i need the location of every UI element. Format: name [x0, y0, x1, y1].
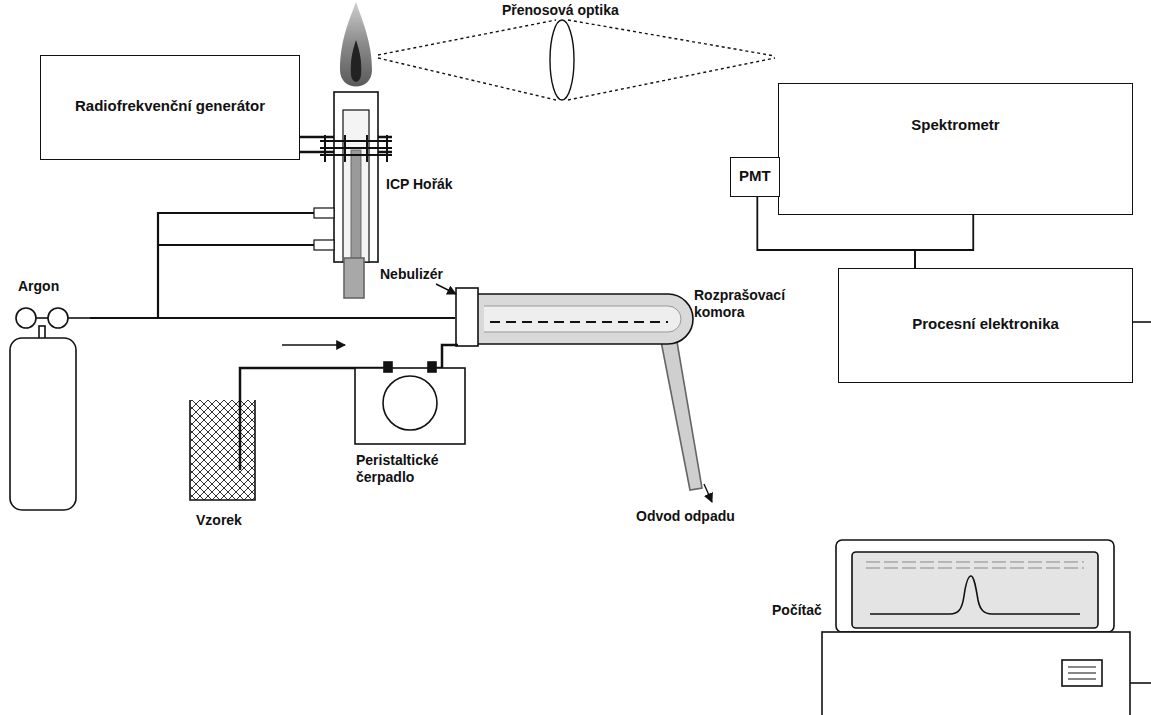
box-title: Radiofrekvenční generátor: [75, 97, 265, 114]
part-label: Přenosová optika: [502, 2, 619, 19]
part-label: Vzorek: [196, 512, 242, 529]
icp-torch: [320, 2, 392, 295]
part-label: Rozprašovací komora: [694, 287, 804, 321]
transfer-optics: [378, 20, 775, 100]
box-title: Spektrometr: [911, 116, 999, 133]
part-label: Odvod odpadu: [636, 508, 735, 525]
box-title: PMT: [739, 167, 771, 184]
signal-wire: [915, 215, 973, 268]
box-title: Procesní elektronika: [912, 315, 1059, 332]
process-box: Procesní elektronika: [838, 268, 1133, 383]
spray-chamber: [344, 258, 712, 502]
process-box: PMT: [730, 157, 780, 197]
argon-lines: [90, 208, 455, 318]
argon-cylinder: [10, 308, 90, 510]
part-label: Peristaltické čerpadlo: [356, 452, 466, 486]
part-label: Nebulizér: [380, 266, 443, 283]
process-box: Spektrometr: [778, 83, 1133, 215]
process-box: Radiofrekvenční generátor: [40, 55, 300, 160]
part-label: Počítač: [772, 602, 822, 619]
sample-and-pump: [190, 284, 465, 500]
part-label: Argon: [18, 278, 59, 295]
part-label: ICP Hořák: [386, 176, 453, 193]
